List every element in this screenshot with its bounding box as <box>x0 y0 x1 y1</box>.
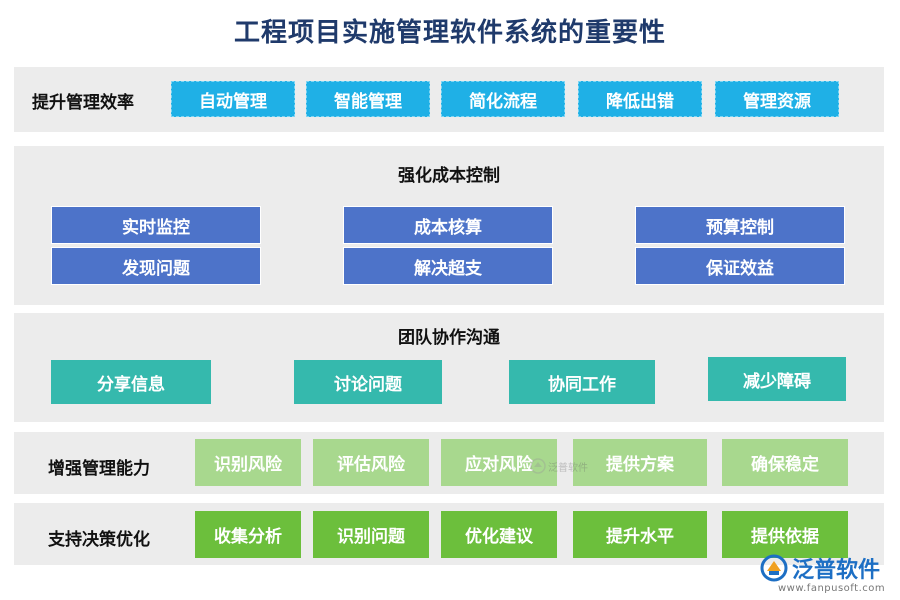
team-item: 讨论问题 <box>294 360 442 404</box>
cost-item: 实时监控 <box>51 206 261 244</box>
page-title: 工程项目实施管理软件系统的重要性 <box>233 18 666 48</box>
efficiency-item: 简化流程 <box>441 81 565 117</box>
brand-logo-icon <box>760 554 788 582</box>
efficiency-item: 智能管理 <box>306 81 430 117</box>
decision-item: 提升水平 <box>573 511 707 558</box>
ability-label: 增强管理能力 <box>48 459 150 479</box>
team-item: 减少障碍 <box>708 357 846 401</box>
team-item: 分享信息 <box>51 360 211 404</box>
decision-item: 收集分析 <box>195 511 301 558</box>
decision-item: 优化建议 <box>441 511 557 558</box>
team-item: 协同工作 <box>509 360 655 404</box>
brand-name: 泛普软件 <box>792 558 881 583</box>
team-title: 团队协作沟通 <box>398 328 500 348</box>
decision-item: 提供依据 <box>722 511 848 558</box>
brand-watermark-icon <box>530 458 546 474</box>
cost-title: 强化成本控制 <box>398 166 500 186</box>
decision-label: 支持决策优化 <box>48 530 150 550</box>
cost-item: 保证效益 <box>635 247 845 285</box>
ability-item: 确保稳定 <box>722 439 848 486</box>
decision-item: 识别问题 <box>313 511 429 558</box>
brand-watermark: 泛普软件 <box>530 458 588 474</box>
cost-item: 发现问题 <box>51 247 261 285</box>
efficiency-item: 自动管理 <box>171 81 295 117</box>
efficiency-item: 降低出错 <box>578 81 702 117</box>
brand-url: www.fanpusoft.com <box>778 583 886 594</box>
cost-item: 成本核算 <box>343 206 553 244</box>
ability-item: 应对风险 <box>441 439 557 486</box>
brand-logo: 泛普软件 <box>760 552 880 584</box>
watermark-text: 泛普软件 <box>548 462 588 474</box>
efficiency-label: 提升管理效率 <box>32 93 134 113</box>
ability-item: 提供方案 <box>573 439 707 486</box>
cost-item: 解决超支 <box>343 247 553 285</box>
cost-item: 预算控制 <box>635 206 845 244</box>
efficiency-item: 管理资源 <box>715 81 839 117</box>
ability-item: 识别风险 <box>195 439 301 486</box>
ability-item: 评估风险 <box>313 439 429 486</box>
